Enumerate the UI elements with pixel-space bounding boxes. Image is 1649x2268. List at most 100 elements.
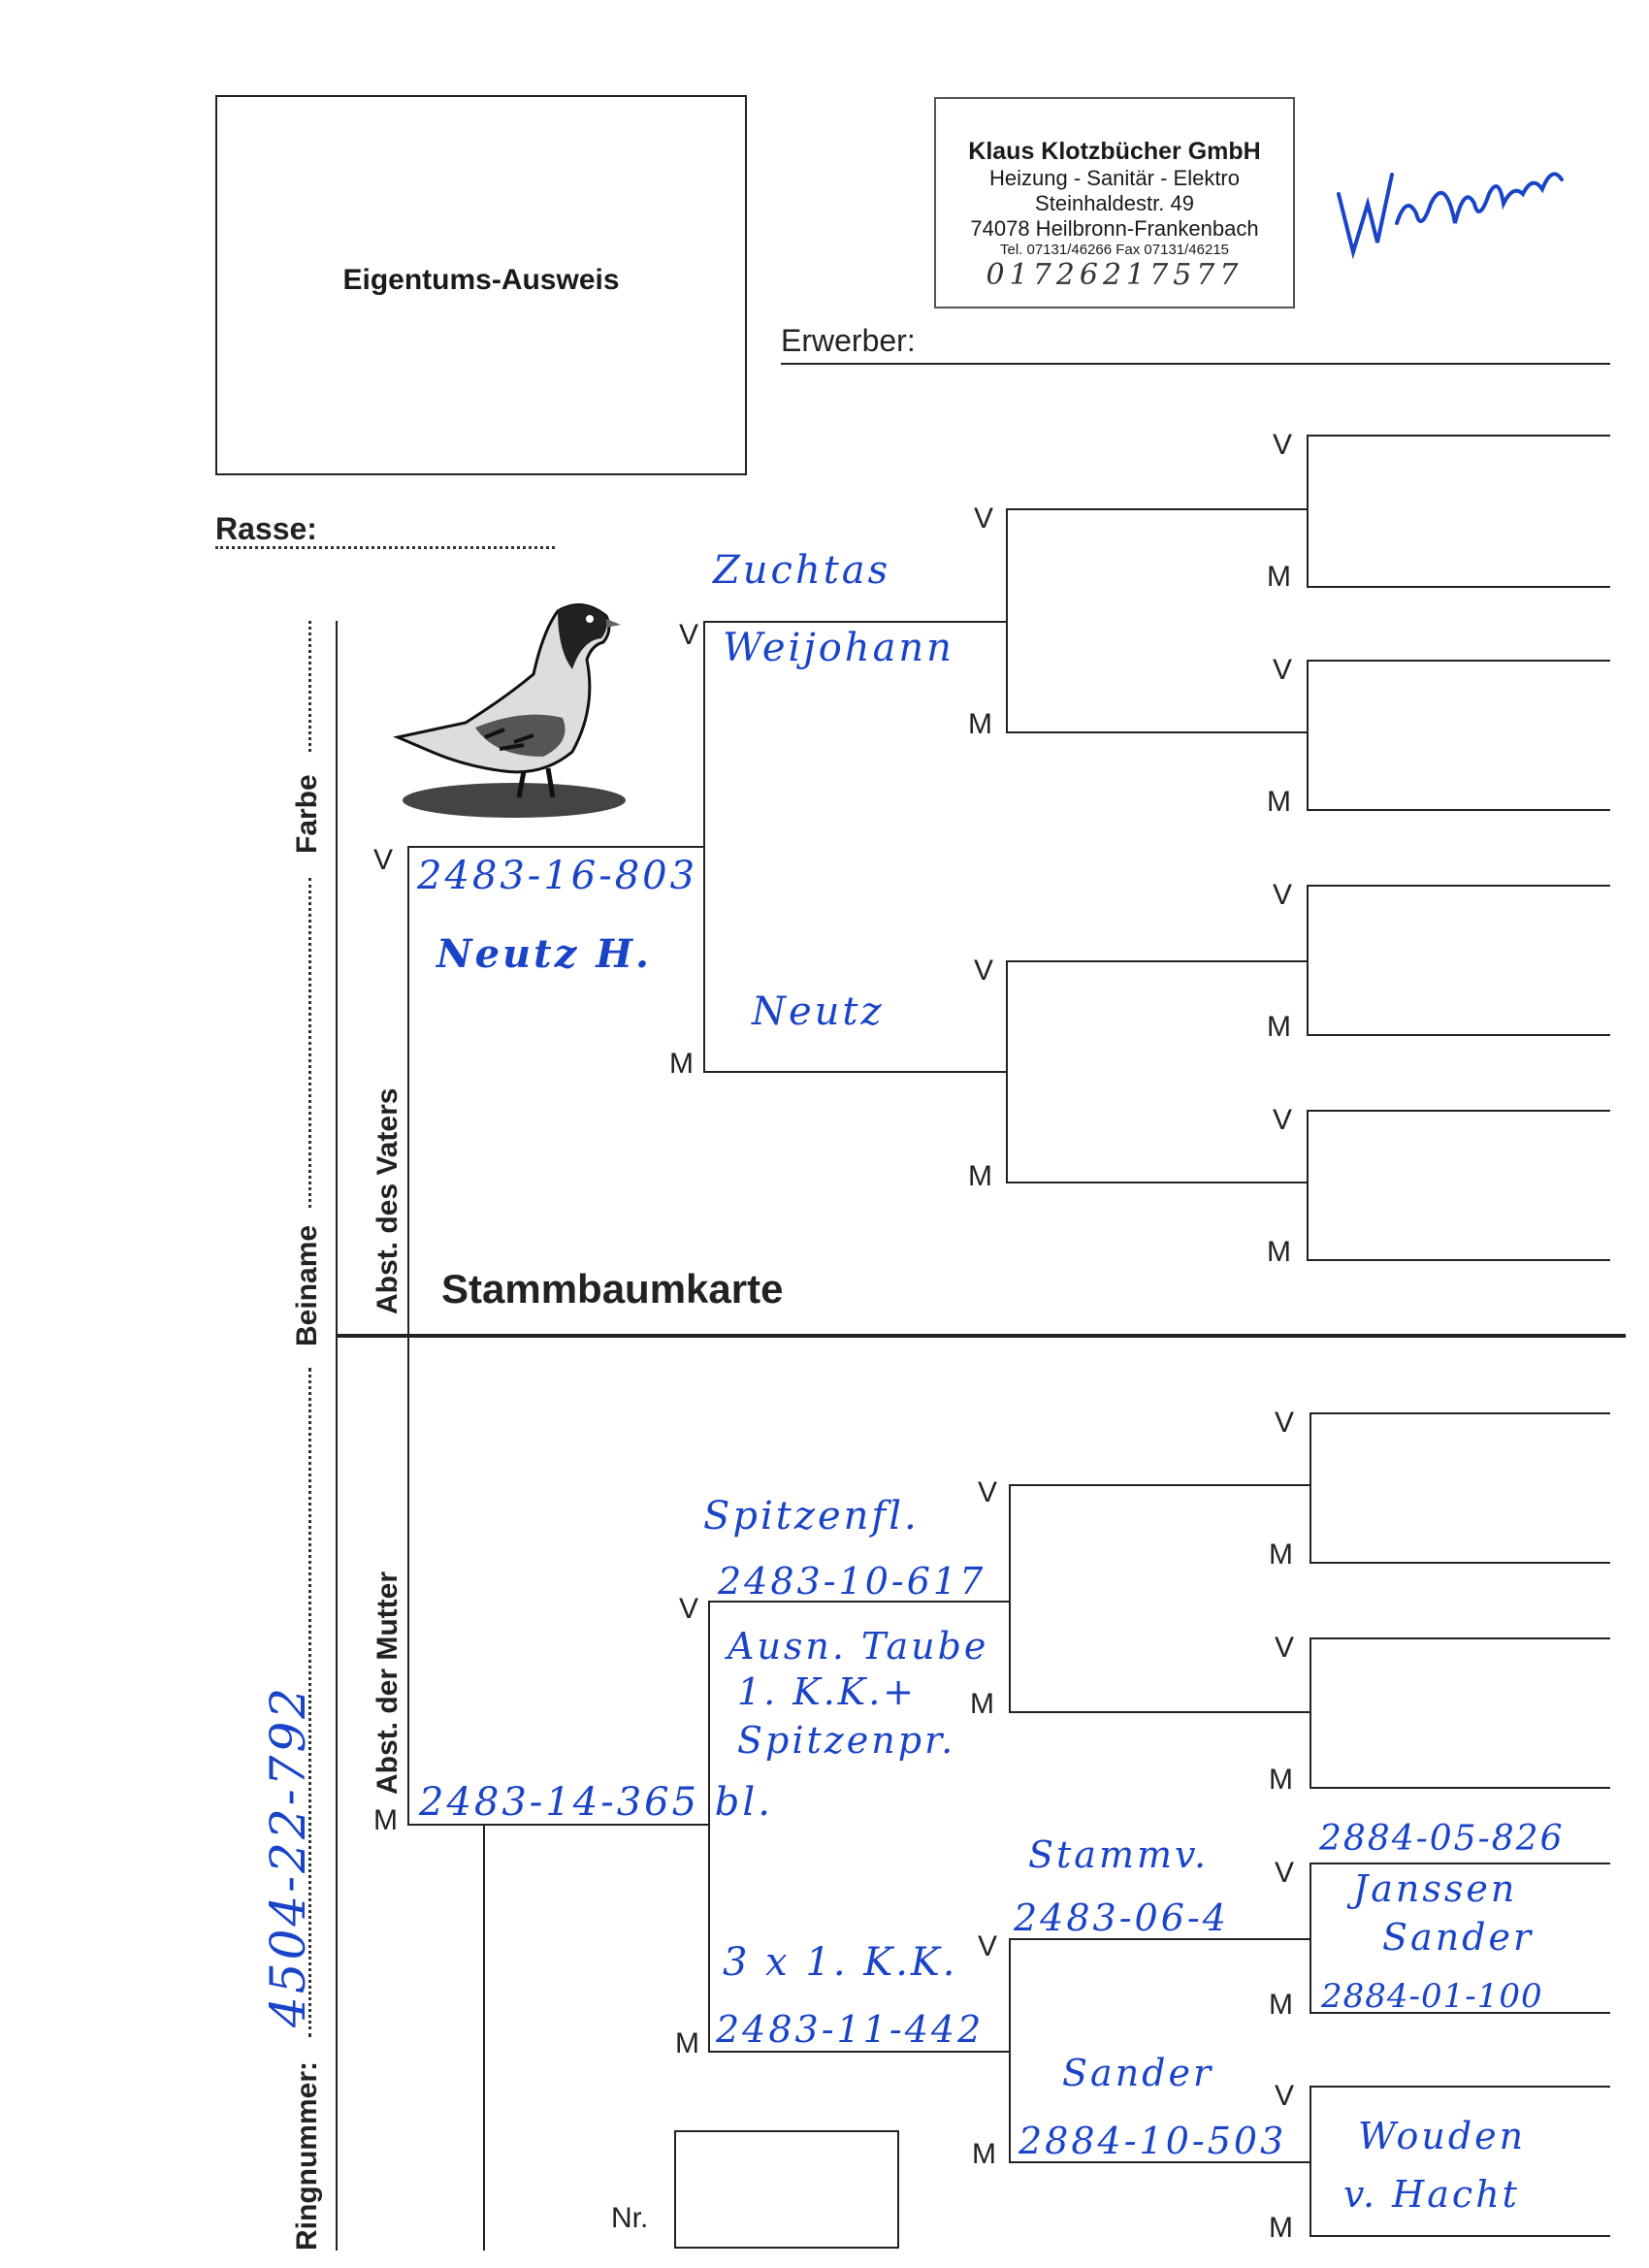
v-marker: V [978,1930,998,1962]
m-marker: M [970,1688,994,1720]
fm-line [703,1071,1006,1073]
v-marker: V [1273,879,1293,911]
mfm-v-line [1310,1637,1610,1639]
hw-ff-note1: Zuchtas [713,548,891,593]
stamp-line3: 74078 Heilbronn-Frankenbach [970,216,1259,241]
hw-mother-ring: 2483-14-365 bl. [419,1780,773,1825]
hw-mm-ring: 2483-11-442 [716,2008,985,2051]
mmm-m-line [1310,2235,1610,2237]
v-marker: V [373,844,394,876]
ringnummer-dotted-line [308,1368,311,2037]
hw-mm-note: 3 x 1. K.K. [723,1940,958,1985]
hw-father-name: Neutz H. [436,931,652,977]
mm-line [708,2051,1009,2053]
ffm-slot [1307,660,1309,811]
hw-mf-note4: Spitzenpr. [737,1719,956,1762]
v-marker: V [1273,654,1293,686]
ring-number-handwritten: 4504-22-792 [260,1684,316,2027]
m-marker: M [1267,1236,1291,1268]
hw-father-ring: 2483-16-803 [417,854,698,898]
half-divider [336,1334,1626,1338]
mff-v-line [1310,1412,1610,1414]
m-marker: M [675,2027,699,2059]
ownership-title: Eigentums-Ausweis [342,264,620,296]
nr-field[interactable] [674,2130,899,2249]
hw-mmf-note: Stammv. [1028,1833,1210,1876]
rasse-label: Rasse: [215,511,317,546]
hw-mf-ring: 2483-10-617 [718,1560,986,1603]
v-marker: V [1273,429,1293,461]
fmf-m-line [1307,1034,1610,1036]
v-marker: V [679,619,699,651]
ffm-line [1006,731,1307,733]
ffm-m-line [1307,809,1610,811]
hw-fm-note: Neutz [752,989,885,1034]
pigeon-illustration [388,582,650,829]
hw-mmm-ring: 2884-10-503 [1018,2120,1287,2162]
fmf-slot [1307,885,1309,1036]
m-marker: M [968,1160,992,1192]
hw-mmf-ring: 2483-06-4 [1014,1896,1229,1939]
company-stamp: Klaus Klotzbücher GmbH Heizung - Sanitär… [934,97,1295,308]
abst-mutter-label: Abst. der Mutter [372,1571,404,1795]
m-marker: M [1267,1011,1291,1043]
v-marker: V [1275,1632,1295,1664]
m-marker: M [1269,1764,1293,1796]
mmf-v-line [1310,1863,1610,1864]
stamp-line2: Steinhaldestr. 49 [1035,191,1194,215]
abst-vater-label: Abst. des Vaters [372,1087,404,1314]
v-marker: V [1275,1857,1295,1889]
card-title: Stammbaumkarte [441,1266,784,1312]
v-marker: V [1275,2080,1295,2112]
side-label-farbe: Farbe [291,774,323,854]
stamp-line1: Heizung - Sanitär - Elektro [989,166,1240,190]
m-marker: M [1269,2212,1293,2244]
fff-line [1006,508,1307,510]
fmm-m-line [1307,1259,1610,1261]
fff-v-line [1307,435,1610,437]
m-marker: M [972,2138,996,2170]
hw-mmfm-ring: 2884-01-100 [1321,1977,1543,2016]
mmm-line [1009,2161,1310,2163]
hw-mmff-name2: Sander [1382,1916,1535,1959]
m-marker: M [1269,1989,1293,2021]
mother-line [407,1824,708,1826]
fmm-slot [1307,1110,1309,1261]
stamp-line4: Tel. 07131/46266 Fax 07131/46215 [999,242,1230,258]
rasse-dotted-line [215,546,555,549]
ownership-box: Eigentums-Ausweis [215,95,747,475]
mf-line [708,1601,1009,1603]
hw-mmff-name1: Janssen [1353,1867,1518,1910]
mfm-slot [1310,1637,1311,1789]
fff-slot [1307,435,1309,588]
ff-line [703,621,1006,623]
mf-bracket [1009,1484,1011,1713]
father-line [407,846,703,848]
side-label-ringnummer: Ringnummer: [291,2061,323,2251]
hw-mmmf-name1: Wouden [1358,2115,1527,2157]
fmm-line [1006,1182,1307,1183]
fm-bracket [1006,960,1008,1183]
hw-mf-note1: Spitzenfl. [703,1494,920,1539]
ffm-v-line [1307,660,1610,662]
mmf-m-line [1310,2012,1610,2014]
erwerber-line [781,363,1610,365]
nr-label: Nr. [611,2202,649,2234]
hw-mmm-note: Sander [1062,2052,1214,2094]
stamp-phone: 01726217577 [986,258,1244,292]
stamp-company: Klaus Klotzbücher GmbH [968,138,1261,165]
v-marker: V [679,1593,699,1625]
fmf-v-line [1307,885,1610,887]
ff-bracket [1006,508,1008,733]
mmf-slot [1310,1863,1311,2014]
mff-m-line [1310,1562,1610,1564]
v-marker: V [1273,1104,1293,1136]
farbe-dotted-line [308,621,311,752]
fmf-line [1006,960,1307,962]
mmf-line [1009,1938,1310,1940]
mmm-v-line [1310,2086,1610,2088]
mfm-m-line [1310,1787,1610,1789]
signature [1319,136,1581,276]
v-marker: V [974,502,994,535]
m-marker: M [1269,1539,1293,1571]
